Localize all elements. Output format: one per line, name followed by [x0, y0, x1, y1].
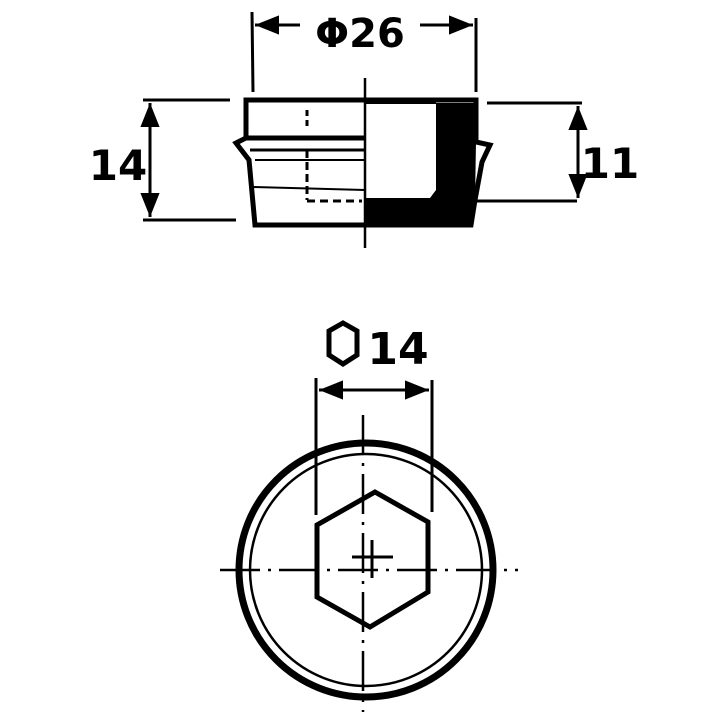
hex-size-label: 14 — [367, 324, 428, 375]
hex-socket — [314, 489, 431, 630]
diameter-label: Φ26 — [315, 11, 405, 57]
height-left-label: 14 — [89, 141, 147, 190]
hexagon-icon — [326, 320, 360, 367]
front-view — [220, 320, 518, 712]
extension-line — [250, 11, 255, 93]
side-view — [140, 11, 588, 248]
section-hatch — [365, 103, 476, 224]
height-right-label: 11 — [581, 139, 639, 188]
